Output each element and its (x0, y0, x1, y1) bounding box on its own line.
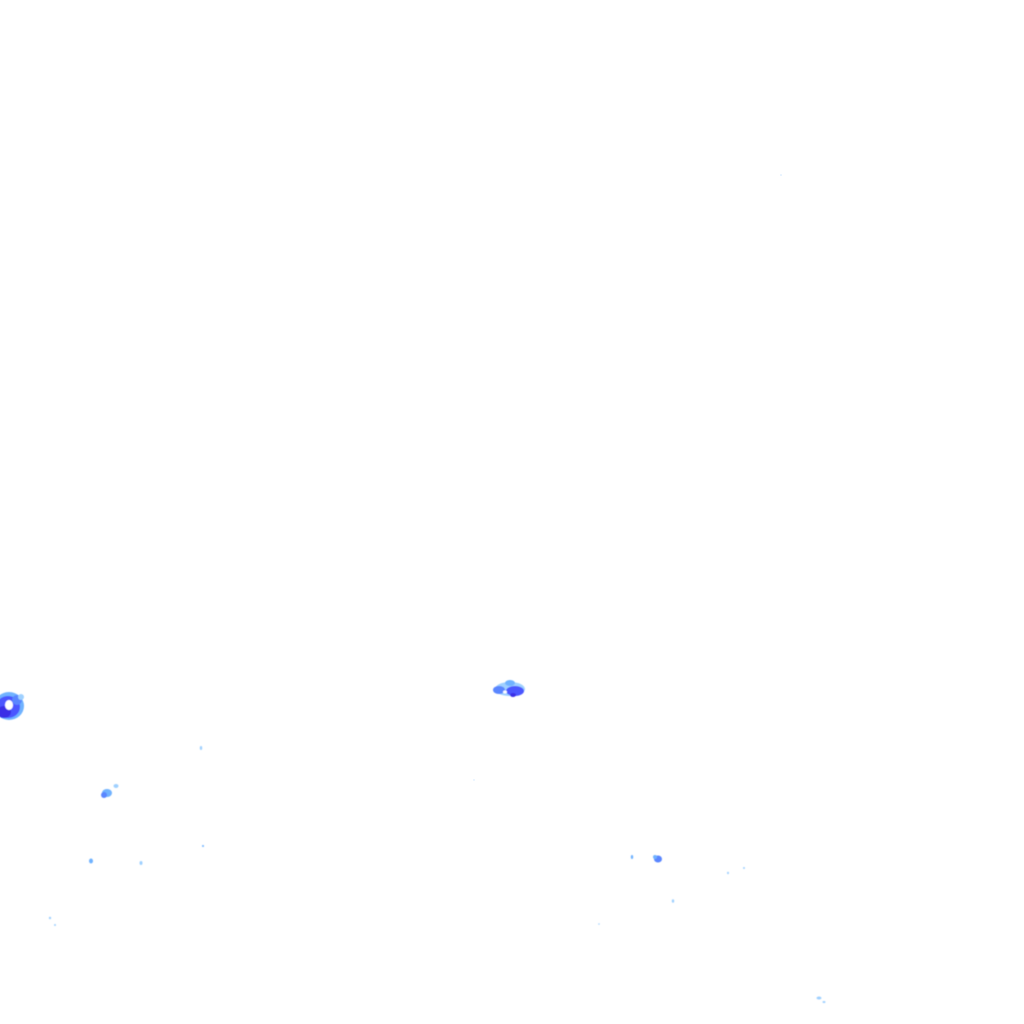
echo-cell (493, 686, 505, 694)
echo-cell (199, 746, 203, 750)
echo-gap (503, 690, 507, 694)
echo-cluster-west-edge (0, 692, 24, 720)
echo-cell (139, 861, 143, 865)
echo-cell (18, 694, 24, 700)
echo-cell (113, 784, 119, 788)
echo-cell (743, 867, 745, 869)
echo-cell (630, 855, 634, 859)
echo-cell (822, 1001, 826, 1003)
echo-cluster-southeast (598, 855, 826, 1003)
echo-speck (473, 779, 475, 781)
echo-cell (671, 899, 675, 903)
echo-speck (780, 174, 782, 176)
echo-cell (89, 858, 93, 864)
echo-cluster-central (493, 680, 525, 697)
echo-cell (598, 923, 600, 925)
echo-gap (5, 700, 13, 710)
echo-cell (506, 686, 524, 696)
echo-cell (727, 871, 729, 875)
echo-cell (101, 792, 107, 798)
echo-cell (48, 916, 52, 920)
echo-cell (202, 845, 204, 847)
echo-cell (54, 924, 56, 926)
echo-cluster-southwest (48, 746, 204, 926)
echo-cell (510, 693, 516, 697)
echo-cell (653, 855, 657, 859)
echo-specks (473, 174, 782, 781)
echo-cell (816, 996, 822, 1000)
echo-cell (505, 680, 515, 686)
